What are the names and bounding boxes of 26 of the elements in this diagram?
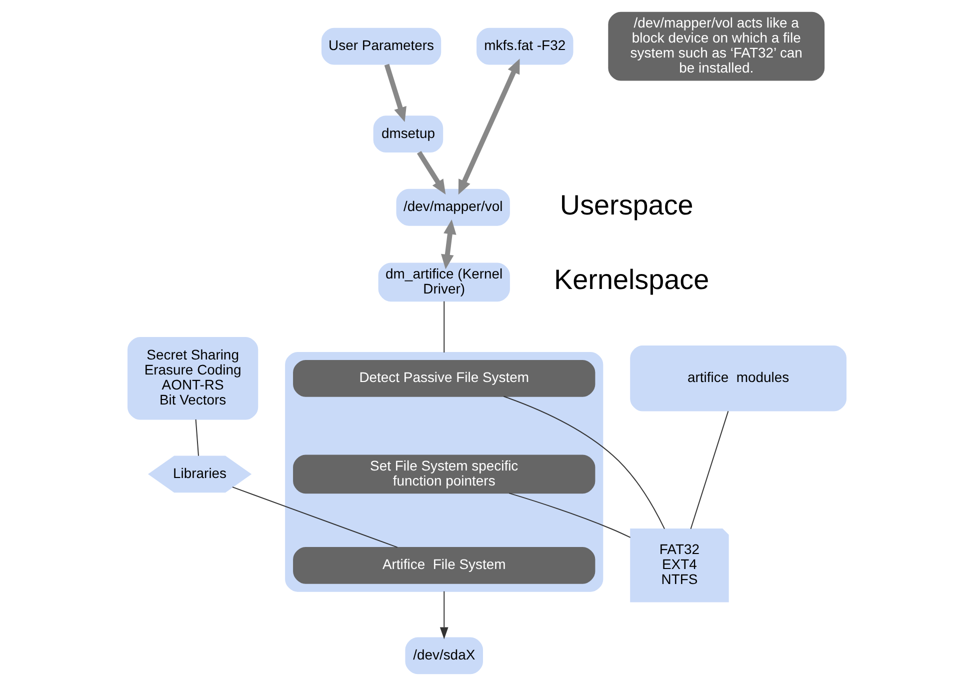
node-box: /dev/sdaX	[404, 637, 482, 674]
arrow	[440, 219, 456, 270]
connector	[443, 300, 444, 353]
arrow	[458, 58, 520, 195]
node-box: mkfs.fat -F32	[476, 28, 573, 65]
node-box: dm_artifice (Kernel Driver)	[378, 262, 510, 302]
node-box: /dev/mapper/vol	[396, 188, 510, 226]
arrow	[439, 590, 448, 640]
label: Kernelspace	[554, 264, 709, 296]
node-box: User Parameters	[320, 28, 441, 65]
label: Userspace	[559, 189, 693, 220]
node-box: artifice modules	[630, 346, 846, 412]
node-box: Secret Sharing Erasure Coding AONT-RS Bit Vectors	[127, 337, 258, 420]
node-box: Artifice File System	[292, 546, 595, 584]
connector	[690, 410, 728, 530]
connector	[508, 492, 630, 538]
connector	[502, 396, 664, 530]
node-box: /dev/mapper/vol acts like a block device on which a file system such as ‘FAT32’ can be installed.	[608, 12, 824, 81]
node-box: Detect Passive File System	[292, 360, 595, 397]
node-box: Set File System specific function pointers	[292, 454, 595, 494]
cluster	[284, 352, 603, 592]
arrow	[416, 151, 446, 195]
connector	[232, 486, 398, 548]
arrow	[384, 64, 406, 122]
connector	[194, 418, 198, 456]
node-box: dmsetup	[372, 116, 443, 153]
